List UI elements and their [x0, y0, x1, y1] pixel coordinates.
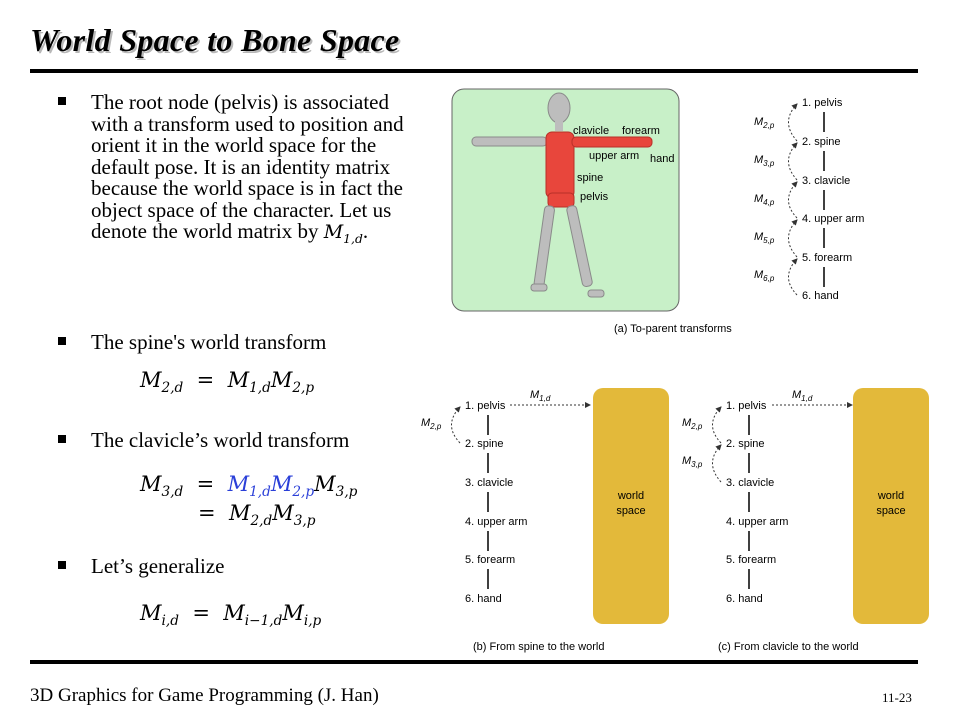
figure-c: 1. pelvis 2. spine 3. clavicle 4. upper … [682, 388, 929, 624]
eq-term: M [227, 472, 250, 496]
arrow-label-b: M2,p [421, 417, 442, 431]
hierarchy-c-item: 1. pelvis [726, 400, 767, 412]
eq-term: M [314, 472, 336, 496]
eq-sub: i,p [303, 613, 322, 630]
world-space-box-c [853, 388, 929, 624]
eq-sub: 2,p [292, 380, 315, 397]
arrow-label-c: M2,p [682, 417, 703, 431]
eq-term: M [228, 501, 251, 525]
bullet-text-spine: The spine's world transform [91, 330, 327, 354]
eq-term: M [223, 601, 245, 625]
eq-sub: 2,p [292, 484, 315, 501]
label-forearm: forearm [622, 125, 660, 137]
eq-term: M [140, 368, 162, 392]
arrow-label-c: M3,p [682, 455, 703, 469]
title-rule [30, 69, 918, 73]
bullet-generalize: Let’s generalize [58, 554, 225, 578]
hierarchy-a-item: 5. forearm [802, 252, 852, 264]
hierarchy-c-item: 2. spine [726, 438, 765, 450]
footer-credit: 3D Graphics for Game Programming (J. Han… [30, 685, 379, 706]
eq-term: M [270, 472, 293, 496]
eq-sub: 2,d [250, 513, 273, 530]
world-arrow-label-c: M1,d [792, 389, 813, 403]
hierarchy-a-item: 2. spine [802, 136, 841, 148]
bullet-text-clavicle: The clavicle’s world transform [91, 428, 350, 452]
label-upper-arm: upper arm [589, 150, 639, 162]
hierarchy-a: 1. pelvis 2. spine 3. clavicle 4. upper … [754, 97, 864, 302]
equation-clavicle-line2: = M2,dM3,p [198, 501, 316, 530]
world-space-box-b [593, 388, 669, 624]
arrow-label-a: M5,p [754, 231, 775, 245]
hierarchy-a-item: 3. clavicle [802, 175, 850, 187]
world-box-label: world [617, 490, 644, 502]
eq-sub: 2,d [161, 380, 184, 397]
hierarchy-b-item: 5. forearm [465, 554, 515, 566]
caption-c: (c) From clavicle to the world [718, 641, 859, 653]
hierarchy-a-item: 1. pelvis [802, 97, 843, 109]
hierarchy-c-item: 3. clavicle [726, 477, 774, 489]
bullet-marker [58, 97, 66, 105]
hierarchy-b-item: 4. upper arm [465, 516, 527, 528]
eq-term: M [272, 501, 294, 525]
equation-spine: M2,d = M1,dM2,p [140, 368, 315, 397]
bullet-clavicle: The clavicle’s world transform [58, 428, 350, 452]
bullet-text-generalize: Let’s generalize [91, 554, 225, 578]
arrow-label-a: M6,p [754, 269, 775, 283]
equation-general: Mi,d = Mi−1,dMi,p [140, 601, 322, 630]
label-clavicle: clavicle [573, 125, 609, 137]
equation-clavicle-line1: M3,d = M1,dM2,pM3,p [140, 472, 358, 501]
hierarchy-c-item: 5. forearm [726, 554, 776, 566]
eq-sub: 3,p [293, 513, 316, 530]
eq-term: M [140, 472, 162, 496]
bullet-marker [58, 561, 66, 569]
eq-sub: 3,p [335, 484, 358, 501]
hierarchy-b-item: 1. pelvis [465, 400, 506, 412]
world-box-label: space [876, 505, 905, 517]
world-box-label: world [877, 490, 904, 502]
world-box-label: space [616, 505, 645, 517]
arrow-label-a: M4,p [754, 193, 775, 207]
eq-term: M [227, 368, 250, 392]
world-arrow-label-b: M1,d [530, 389, 551, 403]
arrow-label-a: M3,p [754, 154, 775, 168]
hierarchy-c-item: 4. upper arm [726, 516, 788, 528]
hierarchy-b-item: 6. hand [465, 593, 502, 605]
eq-term: M [140, 601, 162, 625]
hierarchy-b-item: 2. spine [465, 438, 504, 450]
slide-title: World Space to Bone Space [30, 22, 400, 58]
character-figure [471, 92, 653, 298]
figure-b: 1. pelvis 2. spine 3. clavicle 4. upper … [421, 388, 669, 624]
hierarchy-a-item: 4. upper arm [802, 213, 864, 225]
page-number: 11-23 [882, 690, 912, 705]
hierarchy-c-item: 6. hand [726, 593, 763, 605]
label-spine: spine [577, 172, 603, 184]
hierarchy-b-item: 3. clavicle [465, 477, 513, 489]
eq-term: M [270, 368, 293, 392]
eq-term: M [282, 601, 304, 625]
eq-sub: i−1,d [244, 613, 283, 630]
world-matrix-sub: 1,d [343, 231, 363, 246]
world-matrix-symbol: M [323, 221, 344, 243]
bullet-root-node: The root node (pelvis) is associated wit… [58, 90, 428, 250]
bullet-text-root-node: The root node (pelvis) is associated wit… [91, 90, 404, 243]
label-hand: hand [650, 153, 674, 165]
footer-rule [30, 660, 918, 664]
caption-b: (b) From spine to the world [473, 641, 604, 653]
bullet-spine: The spine's world transform [58, 330, 327, 354]
bullet-marker [58, 435, 66, 443]
eq-sub: i,d [161, 613, 179, 630]
caption-a: (a) To-parent transforms [614, 323, 732, 335]
bullet-marker [58, 337, 66, 345]
eq-sub: 1,d [249, 380, 271, 397]
hierarchy-a-item: 6. hand [802, 290, 839, 302]
label-pelvis: pelvis [580, 191, 609, 203]
eq-sub: 1,d [249, 484, 271, 501]
arrow-label-a: M2,p [754, 116, 775, 130]
eq-sub: 3,d [161, 484, 184, 501]
